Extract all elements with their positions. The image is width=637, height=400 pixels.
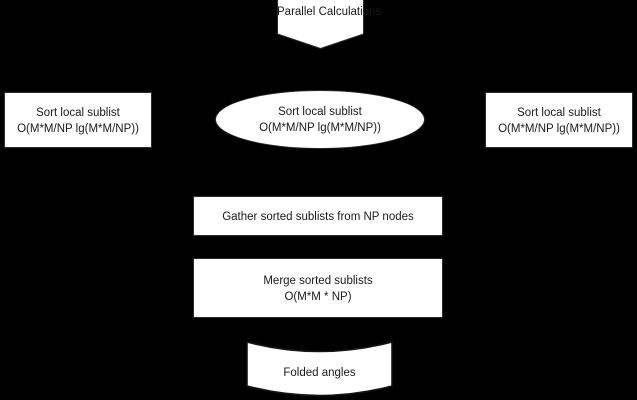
node-sort-local-sublist-center[interactable]: Sort local sublist O(M*M/NP lg(M*M/NP)) [215,90,425,149]
node-gather-sorted-sublists[interactable]: Gather sorted sublists from NP nodes [193,196,443,236]
label-line-1: Merge sorted sublists [263,275,373,287]
label-line-2: O(M*M/NP lg(M*M/NP)) [259,122,381,134]
node-gather-sorted-sublists-label: Gather sorted sublists from NP nodes [194,209,442,225]
node-parallel-calculations[interactable]: Parallel Calculations [277,0,381,49]
label-line-1: Sort local sublist [278,106,362,118]
node-merge-sorted-sublists[interactable]: Merge sorted sublists O(M*M * NP) [193,258,443,318]
node-sort-local-sublist-right[interactable]: Sort local sublist O(M*M/NP lg(M*M/NP)) [485,92,633,148]
label-line-1: Sort local sublist [36,107,120,119]
notched-rectangle-shape [277,0,364,49]
label-line-2: O(M*M/NP lg(M*M/NP)) [17,123,139,135]
node-folded-angles[interactable]: Folded angles [246,339,393,400]
node-sort-local-sublist-left-label: Sort local sublist O(M*M/NP lg(M*M/NP)) [5,105,151,137]
label-line-1: Sort local sublist [517,107,601,119]
node-sort-local-sublist-right-label: Sort local sublist O(M*M/NP lg(M*M/NP)) [486,105,632,137]
stored-data-disk-shape [246,340,393,397]
node-sort-local-sublist-left[interactable]: Sort local sublist O(M*M/NP lg(M*M/NP)) [4,92,152,148]
label-line-2: O(M*M * NP) [284,291,352,303]
label-line-1: Gather sorted sublists from NP nodes [222,211,414,223]
node-merge-sorted-sublists-label: Merge sorted sublists O(M*M * NP) [194,273,442,305]
label-line-2: O(M*M/NP lg(M*M/NP)) [498,123,620,135]
node-sort-local-sublist-center-label: Sort local sublist O(M*M/NP lg(M*M/NP)) [216,104,424,136]
